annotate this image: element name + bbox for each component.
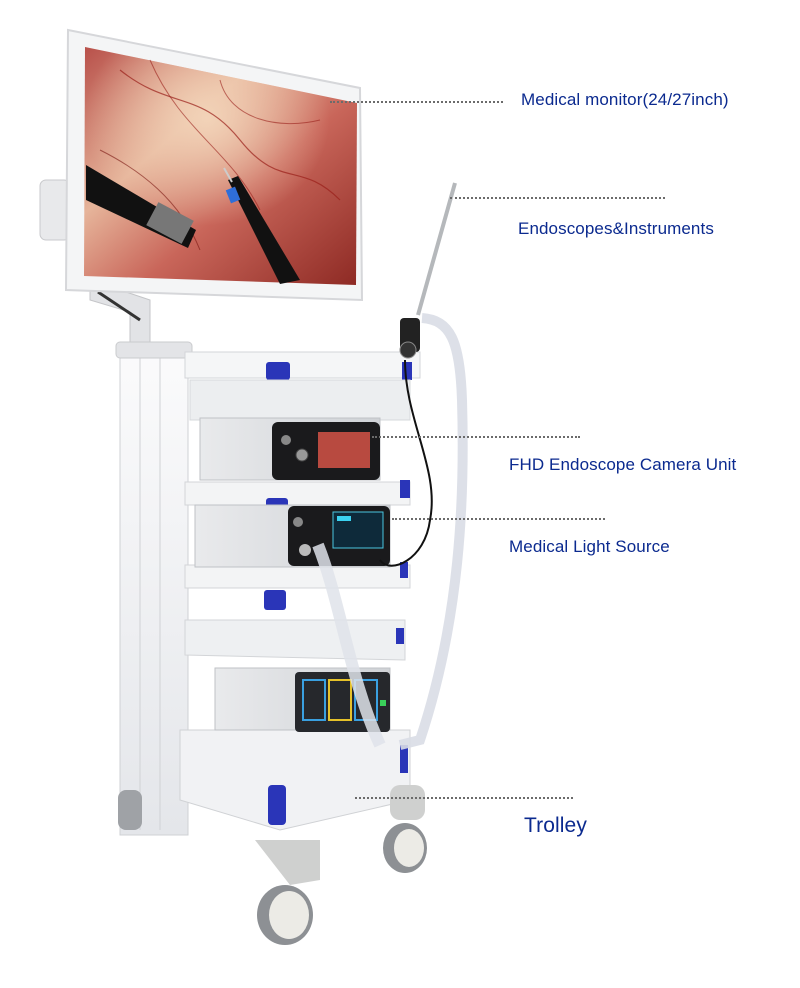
endoscope <box>312 182 468 750</box>
label-light-source: Medical Light Source <box>509 537 670 556</box>
leader-line-monitor <box>330 101 503 103</box>
medical-monitor <box>64 28 364 302</box>
casters <box>118 785 427 945</box>
leader-line-endoscopes <box>450 197 665 199</box>
light-source <box>194 504 391 568</box>
leader-line-trolley <box>355 797 573 799</box>
leader-line-light-source <box>392 518 605 520</box>
leader-line-camera-unit <box>372 436 580 438</box>
label-medical-monitor: Medical monitor(24/27inch) <box>521 90 729 109</box>
label-trolley: Trolley <box>524 814 587 837</box>
label-camera-unit: FHD Endoscope Camera Unit <box>509 455 737 474</box>
camera-unit <box>199 417 381 481</box>
monitor-arm <box>39 179 151 351</box>
trolley-column <box>115 341 193 836</box>
label-endoscopes-instruments: Endoscopes&Instruments <box>518 219 714 238</box>
